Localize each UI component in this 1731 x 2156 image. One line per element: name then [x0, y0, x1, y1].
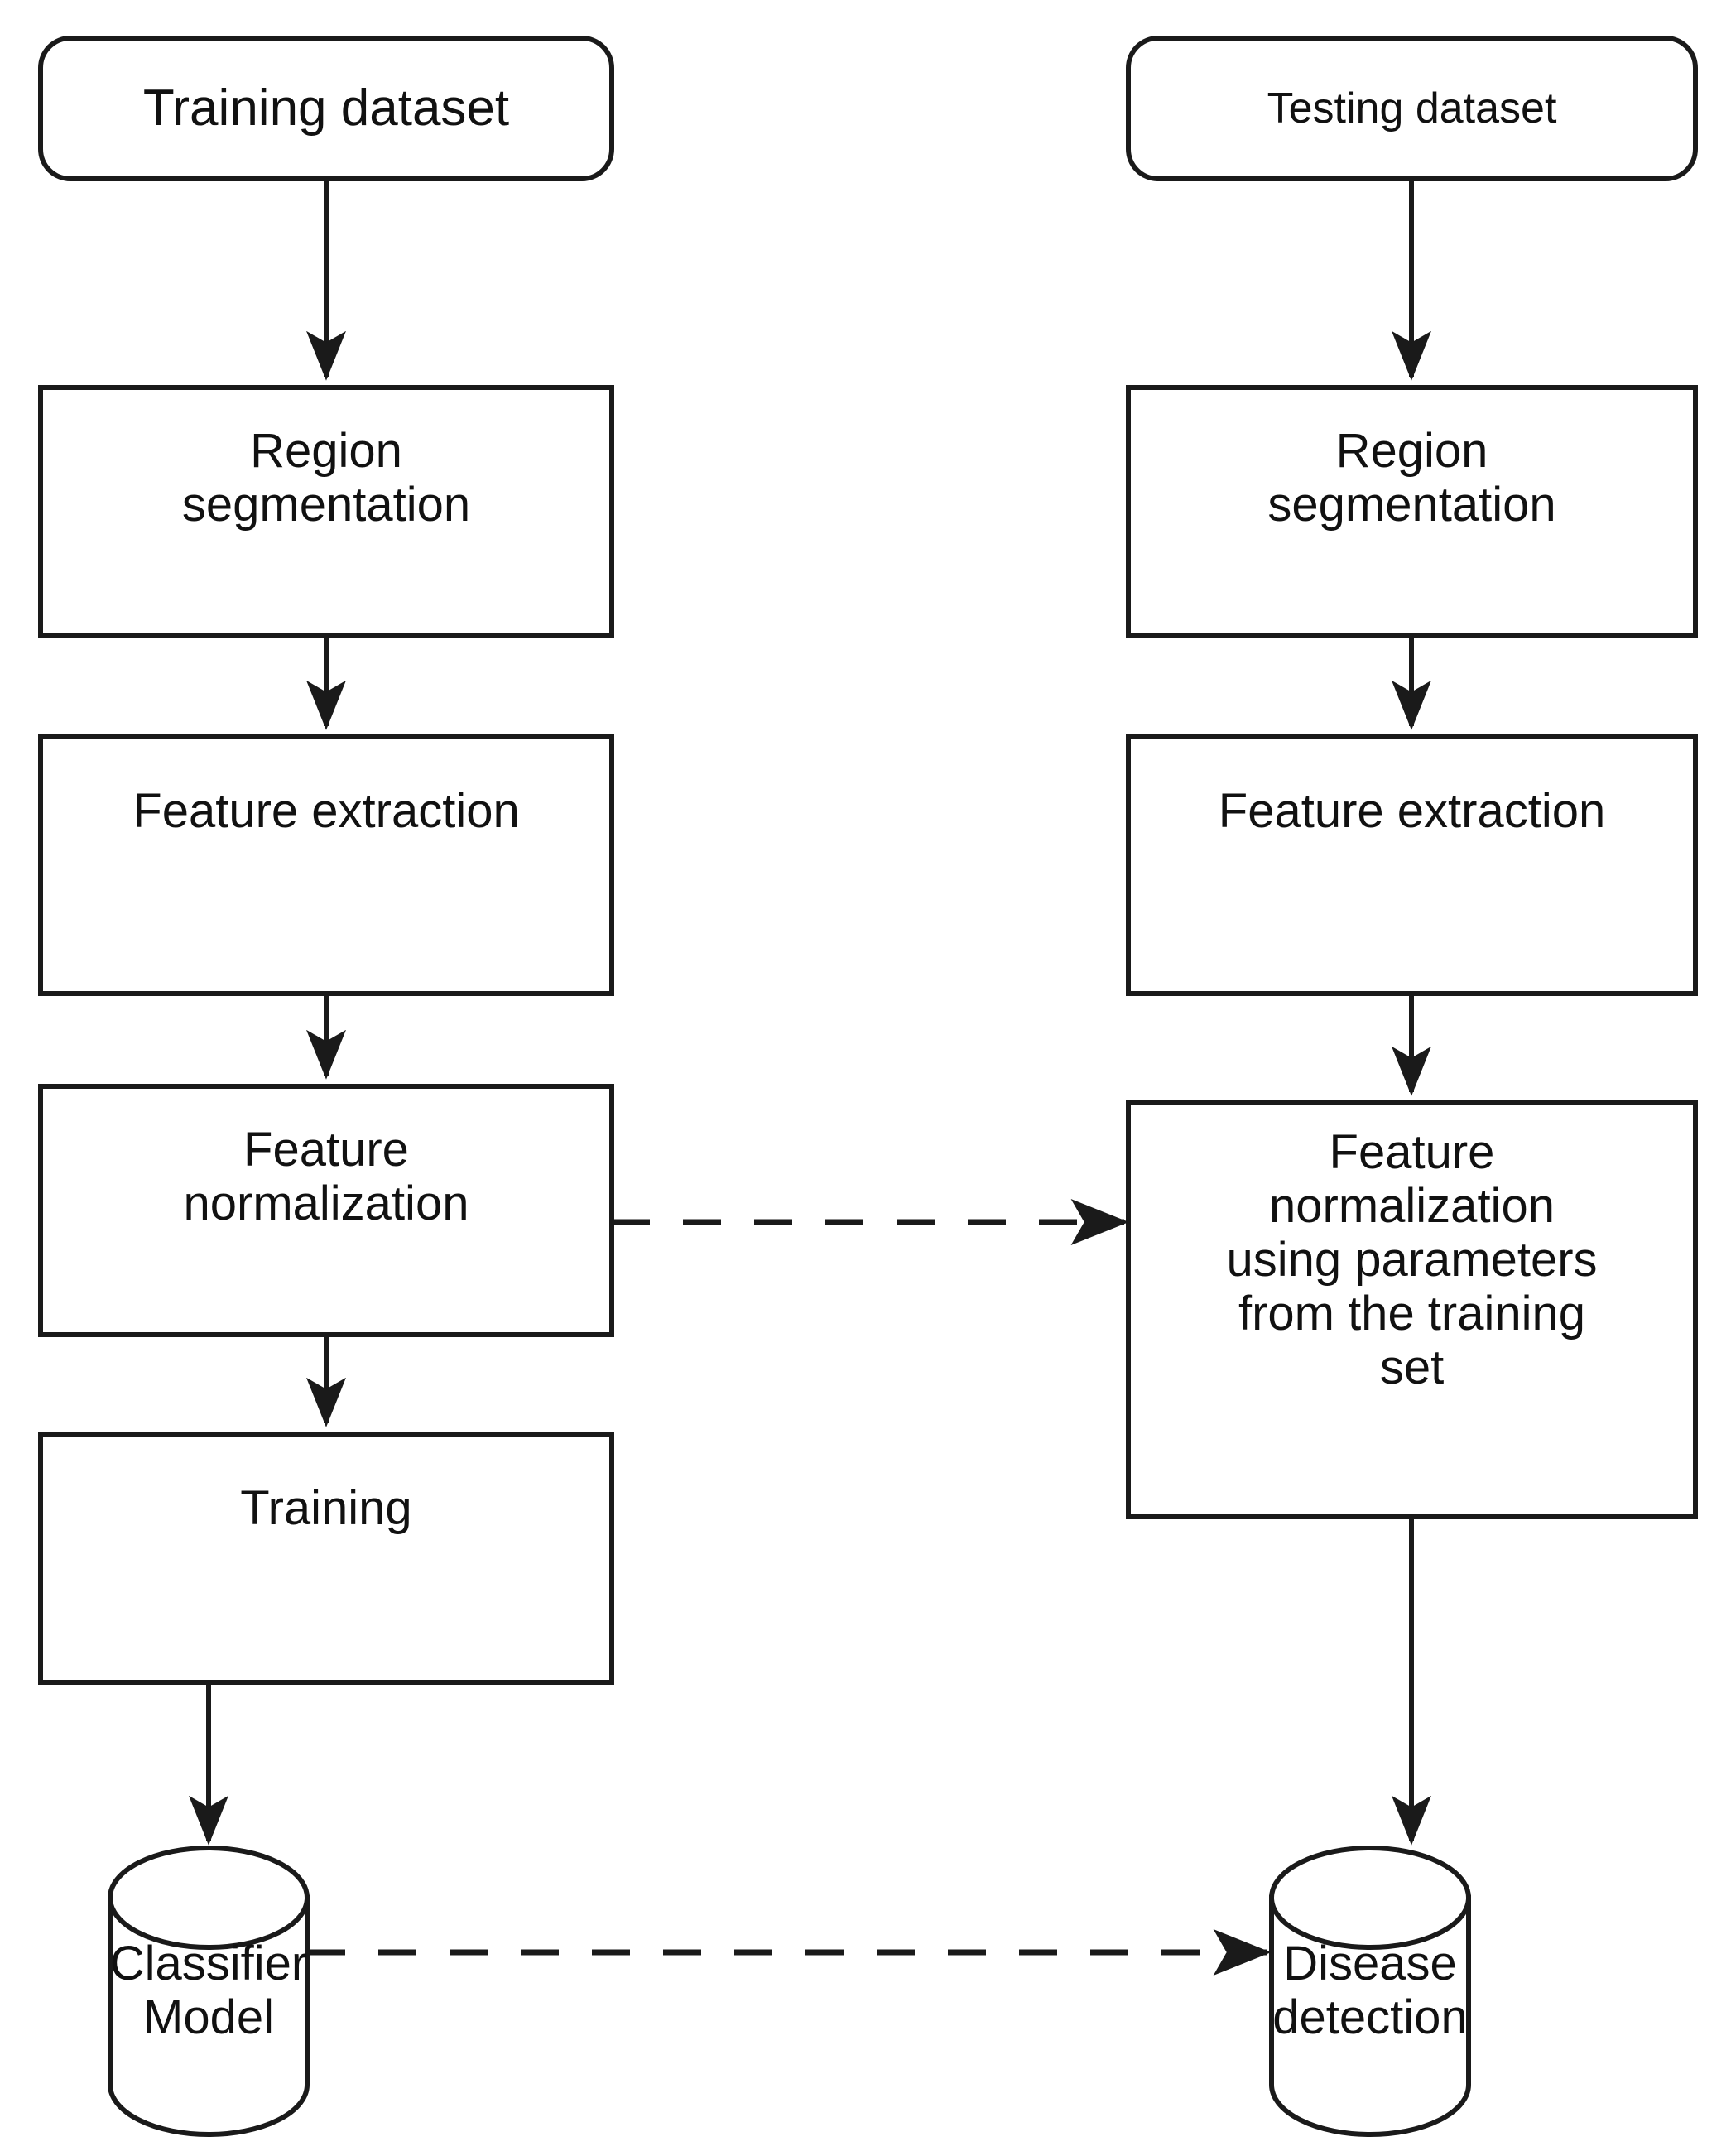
classifier-model-cylinder: [108, 1846, 310, 2137]
feature-extraction-right-box: [1126, 734, 1698, 996]
disease-detection-cylinder: [1269, 1846, 1471, 2137]
training-dataset-box: [38, 36, 614, 181]
feature-normalization-left-box: [38, 1084, 614, 1337]
region-segmentation-left-box: [38, 385, 614, 638]
feature-normalization-right-box: [1126, 1100, 1698, 1519]
training-box: [38, 1432, 614, 1685]
testing-dataset-box: [1126, 36, 1698, 181]
feature-extraction-left-box: [38, 734, 614, 996]
region-segmentation-right-box: [1126, 385, 1698, 638]
